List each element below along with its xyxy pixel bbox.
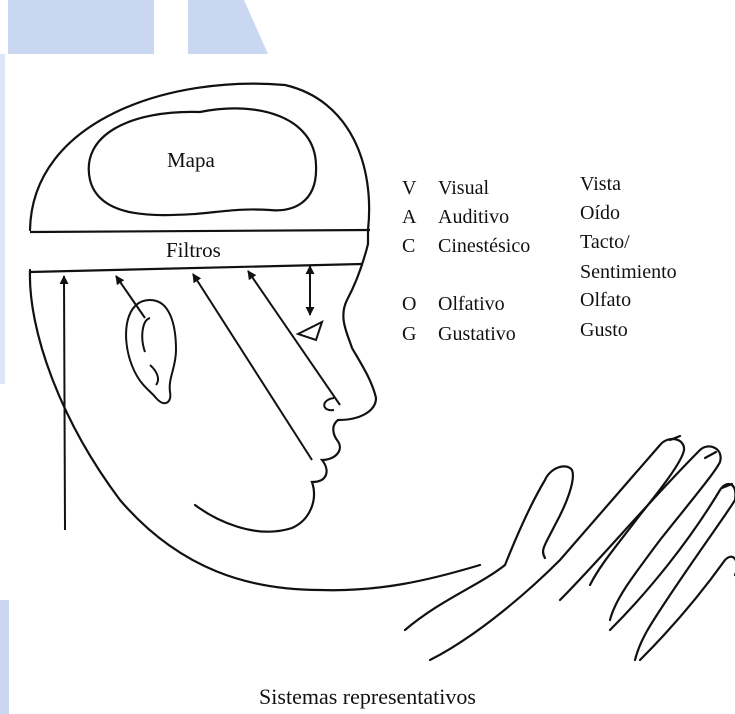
filter-label: Filtros [166,240,221,261]
map-label: Mapa [167,150,215,171]
legend-letter: V [402,178,416,198]
arrow-olfactory [248,271,340,405]
legend-system: Gustativo [438,324,516,344]
filter-bottom-line [30,264,362,272]
legend-sense: Tacto/ [580,232,630,252]
legend-system: Visual [438,178,489,198]
legend-sense: Olfato [580,290,631,310]
arrow-kinesthetic [64,276,65,530]
legend-letter: A [402,207,416,227]
legend-letter: O [402,294,416,314]
legend-sense: Vista [580,174,621,194]
hand [405,436,735,660]
caption: Sistemas representativos [0,684,735,710]
filter-top-line [30,230,370,232]
legend-letter: C [402,236,415,256]
nostril [324,398,334,410]
legend-sense: Oído [580,203,620,223]
legend-system: Cinestésico [438,236,530,256]
ear [126,300,176,403]
eye [298,322,322,340]
legend-letter: G [402,324,416,344]
legend-sense: Gusto [580,320,628,340]
legend-system: Auditivo [438,207,509,227]
back-of-head-outline [30,270,480,590]
legend-sense: Sentimiento [580,262,677,282]
legend-system: Olfativo [438,294,505,314]
arrow-gustatory [193,274,312,460]
